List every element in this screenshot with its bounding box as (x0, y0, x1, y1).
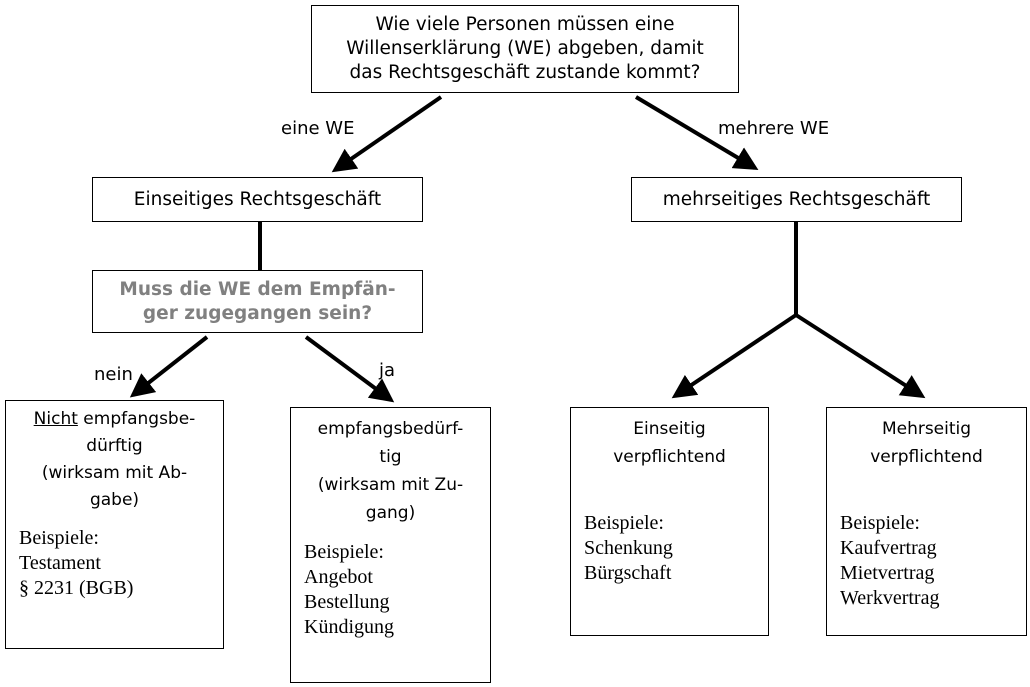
edge-label-mehrere-we: mehrere WE (718, 118, 830, 139)
unilateral-title: Einseitiges Rechtsgeschäft (133, 189, 382, 210)
unilateral-legal-transaction-box: Einseitiges Rechtsgeschäft (92, 177, 423, 222)
arrow-eine-we (331, 95, 443, 173)
example-item: Schenkung (584, 537, 673, 559)
arrow-ja (304, 335, 395, 403)
receipt-question-line: ger zugegangen sein? (142, 302, 373, 324)
example-item: Kaufvertrag (840, 537, 937, 559)
obligation-line: Mehrseitig (881, 419, 972, 439)
arrow-nein (129, 335, 209, 398)
edge-label-eine-we: eine WE (281, 118, 355, 139)
examples-heading: Beispiele: (840, 512, 920, 534)
not-receipt-line: dürftig (86, 436, 143, 456)
arrow-mehrere-we (634, 95, 759, 171)
edge-label-ja: ja (379, 360, 396, 381)
question-line: Willenserklärung (WE) abgeben, damit (346, 38, 704, 59)
example-item: Bestellung (304, 591, 390, 613)
not-receipt-line: empfangsbe- (77, 409, 196, 429)
examples-heading: Beispiele: (19, 527, 99, 549)
question-box: Wie viele Personen müssen eine Willenser… (311, 5, 739, 93)
examples-heading: Beispiele: (304, 541, 384, 563)
question-line: Wie viele Personen müssen eine (375, 14, 675, 35)
arrow-einseitig-verpflichtend (671, 313, 798, 399)
arrow-mehrseitig-verpflichtend (794, 313, 926, 399)
obligation-line: Einseitig (633, 419, 706, 439)
obligation-line: verpflichtend (613, 447, 726, 467)
receipt-question-line: Muss die WE dem Empfän- (119, 278, 396, 300)
receipt-line: empfangsbedürf- (317, 419, 464, 439)
not-receipt-line: (wirksam mit Ab- (41, 463, 188, 483)
multilateral-title: mehrseitiges Rechtsgeschäft (662, 189, 931, 210)
one-sided-obligation-box: Einseitig verpflichtend Beispiele: Schen… (570, 407, 769, 636)
not-receipt-required-box: Nicht empfangsbe- dürftig (wirksam mit A… (5, 400, 224, 649)
question-line: das Rechtsgeschäft zustande kommt? (349, 62, 701, 83)
edge-label-nein: nein (94, 364, 133, 385)
multi-sided-obligation-box: Mehrseitig verpflichtend Beispiele: Kauf… (826, 407, 1027, 636)
not-receipt-line: gabe) (89, 490, 140, 510)
example-item: Bürgschaft (584, 562, 672, 584)
examples-heading: Beispiele: (584, 512, 664, 534)
example-item: Angebot (304, 566, 373, 588)
example-item: § 2231 (BGB) (19, 577, 134, 599)
receipt-required-box: empfangsbedürf- tig (wirksam mit Zu- gan… (290, 407, 491, 683)
receipt-line: tig (379, 447, 402, 467)
multilateral-legal-transaction-box: mehrseitiges Rechtsgeschäft (631, 177, 962, 222)
example-item: Kündigung (304, 616, 394, 638)
example-item: Werkvertrag (840, 587, 940, 609)
receipt-question-box: Muss die WE dem Empfän- ger zugegangen s… (92, 270, 423, 333)
not-underlined: Nicht (33, 409, 78, 429)
example-item: Mietvertrag (840, 562, 935, 584)
receipt-line: (wirksam mit Zu- (317, 475, 464, 495)
obligation-line: verpflichtend (870, 447, 983, 467)
receipt-line: gang) (365, 503, 416, 523)
example-item: Testament (19, 552, 101, 574)
